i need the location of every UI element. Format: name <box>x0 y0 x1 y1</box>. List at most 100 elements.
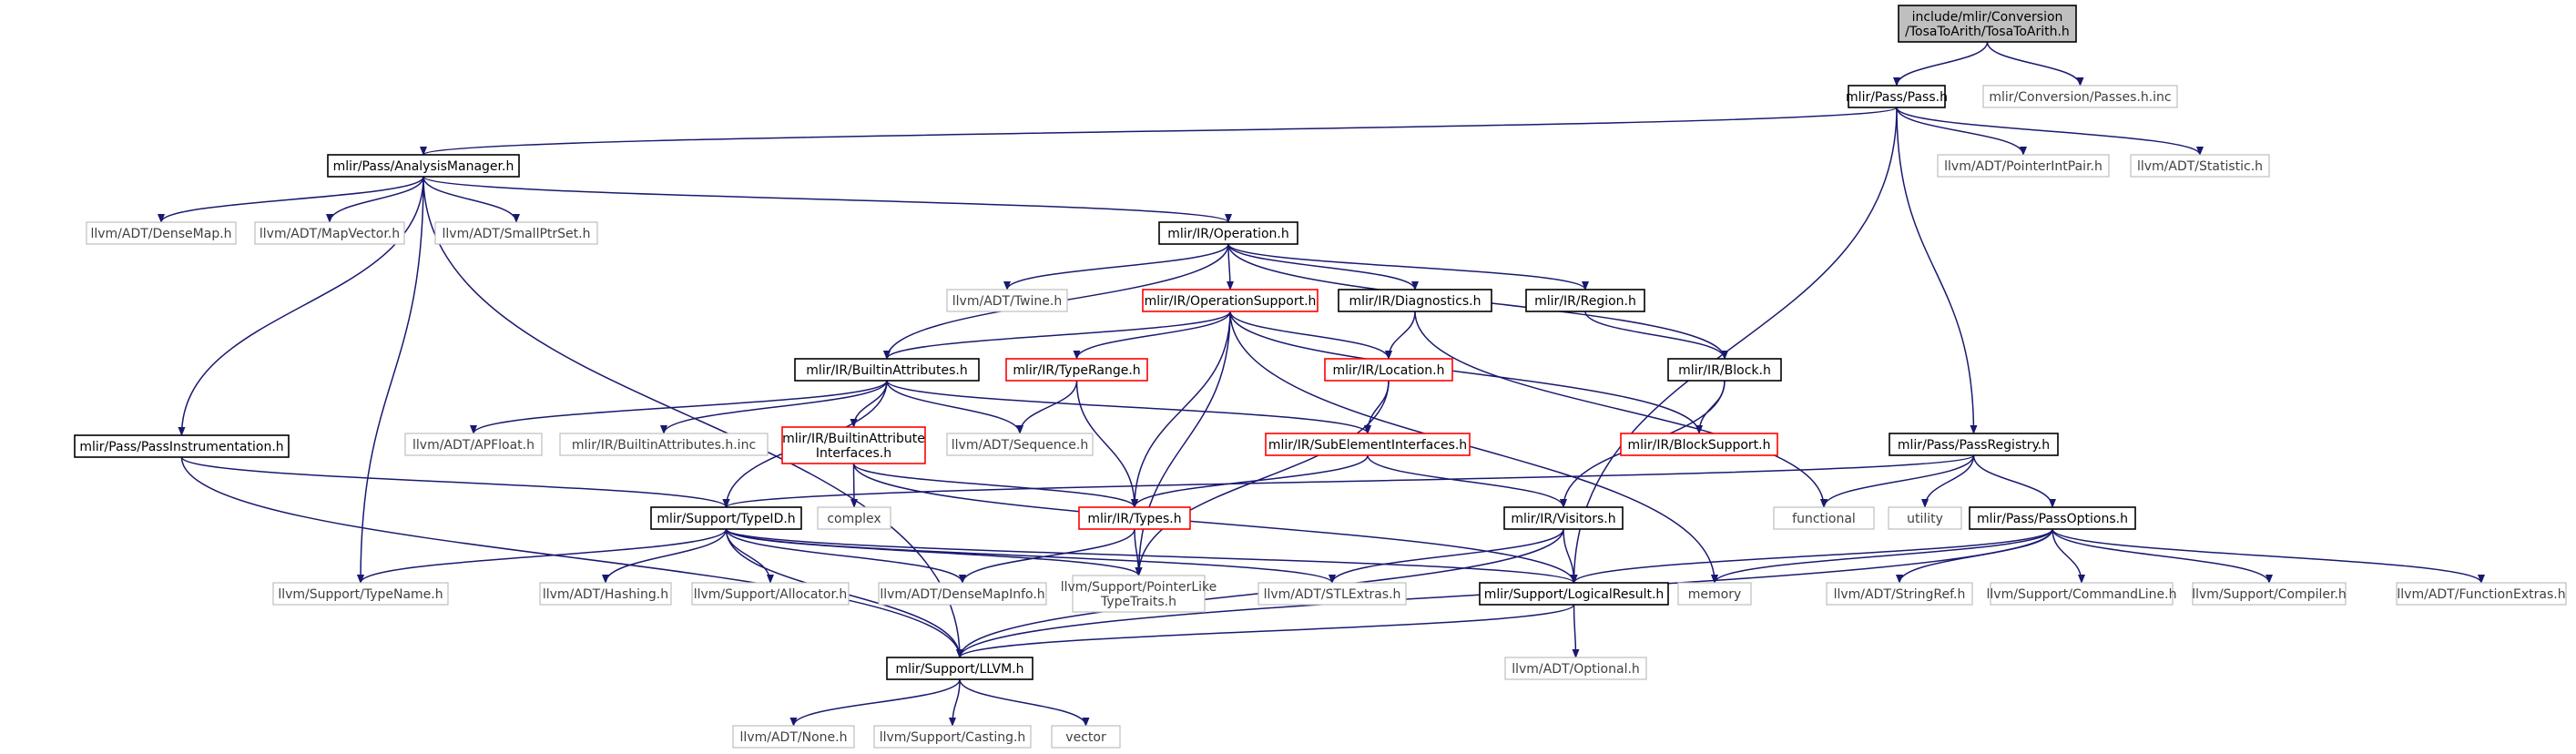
edge-pass-h-to-logical-result <box>1570 107 1898 584</box>
edge-pass-registry-to-type-id <box>722 454 1975 508</box>
edge-builtin-attributes-to-sub-element-interfaces <box>886 380 1371 434</box>
node-type-range[interactable]: mlir/IR/TypeRange.h <box>1005 358 1148 382</box>
node-optional: llvm/ADT/Optional.h <box>1504 657 1647 680</box>
node-builtin-attributes[interactable]: mlir/IR/BuiltinAttributes.h <box>794 358 980 382</box>
node-block-support[interactable]: mlir/IR/BlockSupport.h <box>1620 433 1778 456</box>
node-label: include/mlir/Conversion <box>1912 10 2063 25</box>
node-type-id[interactable]: mlir/Support/TypeID.h <box>650 506 802 530</box>
edge-logical-result-to-llvm-h <box>956 604 1575 658</box>
node-analysis-manager[interactable]: mlir/Pass/AnalysisManager.h <box>327 154 520 178</box>
node-dense-map: llvm/ADT/DenseMap.h <box>86 221 237 245</box>
edge-builtin-attributes-to-ap-float <box>470 380 888 434</box>
node-label: llvm/Support/PointerLike <box>1061 580 1217 595</box>
node-box <box>1848 85 1946 108</box>
node-box <box>946 289 1068 312</box>
node-box <box>1142 289 1319 312</box>
node-pass-instrumentation[interactable]: mlir/Pass/PassInstrumentation.h <box>74 434 290 458</box>
node-location[interactable]: mlir/IR/Location.h <box>1324 358 1453 382</box>
edge-location-to-pointer-like-type-traits <box>1135 380 1390 576</box>
node-box <box>327 154 520 178</box>
node-pass-registry[interactable]: mlir/Pass/PassRegistry.h <box>1889 433 2059 456</box>
edge-type-id-to-type-name <box>357 528 728 584</box>
node-label: llvm/ADT/Twine.h <box>952 294 1062 309</box>
edge-visitors-to-stl-extras <box>1329 528 1564 584</box>
node-box <box>1324 358 1453 382</box>
node-label: llvm/ADT/Optional.h <box>1512 662 1640 677</box>
dependency-nodes: include/mlir/Conversion/TosaToArith/Tosa… <box>74 5 2567 749</box>
node-box <box>1773 506 1875 530</box>
node-box <box>794 358 980 382</box>
node-box <box>1257 582 1407 606</box>
node-box <box>1005 358 1148 382</box>
edge-pass-h-to-pass-registry <box>1896 107 1978 434</box>
node-label: functional <box>1792 512 1856 526</box>
edge-analysis-manager-to-pass-instrumentation <box>178 176 424 436</box>
edge-pass-instrumentation-to-llvm-h <box>180 456 963 658</box>
node-label: llvm/ADT/SmallPtrSet.h <box>443 227 591 241</box>
node-pass-options[interactable]: mlir/Pass/PassOptions.h <box>1969 506 2136 530</box>
edge-region-to-block <box>1584 311 1728 360</box>
edge-block-to-block-support <box>1695 380 1726 434</box>
node-box <box>781 426 926 464</box>
node-box <box>74 434 290 458</box>
node-label: mlir/Support/LogicalResult.h <box>1484 587 1665 602</box>
node-box <box>86 221 237 245</box>
edge-analysis-manager-to-llvm-h <box>423 176 963 658</box>
node-string-ref: llvm/ADT/StringRef.h <box>1826 582 1973 606</box>
node-box <box>946 433 1094 456</box>
node-complex: complex <box>817 506 891 530</box>
node-label: llvm/Support/Allocator.h <box>694 587 848 602</box>
node-box <box>1078 506 1191 530</box>
node-llvm-h[interactable]: mlir/Support/LLVM.h <box>886 657 1033 680</box>
node-box <box>2192 582 2347 606</box>
node-logical-result[interactable]: mlir/Support/LogicalResult.h <box>1479 582 1669 606</box>
node-label: utility <box>1907 512 1943 526</box>
node-block[interactable]: mlir/IR/Block.h <box>1667 358 1782 382</box>
edge-root-to-pass-h <box>1893 41 1989 87</box>
node-box <box>886 657 1033 680</box>
node-label: mlir/IR/Operation.h <box>1167 227 1288 241</box>
node-box <box>1620 433 1778 456</box>
node-diagnostics[interactable]: mlir/IR/Diagnostics.h <box>1338 289 1492 312</box>
edge-operation-to-operation-support <box>1226 243 1234 290</box>
node-pass-h[interactable]: mlir/Pass/Pass.h <box>1846 85 1948 108</box>
node-box <box>2396 582 2567 606</box>
edge-location-to-sub-element-interfaces <box>1364 380 1390 434</box>
node-box <box>434 221 598 245</box>
node-twine: llvm/ADT/Twine.h <box>946 289 1068 312</box>
node-label: llvm/Support/TypeName.h <box>278 587 443 602</box>
edge-builtin-attribute-interfaces-to-complex <box>850 463 858 508</box>
edge-pass-registry-to-utility <box>1921 454 1975 508</box>
edge-pass-registry-to-functional <box>1820 454 1975 508</box>
edge-type-id-to-dense-map-info <box>725 528 966 584</box>
node-label: mlir/IR/OperationSupport.h <box>1145 294 1317 309</box>
node-types[interactable]: mlir/IR/Types.h <box>1078 506 1191 530</box>
node-box <box>1158 221 1298 245</box>
node-label: Interfaces.h <box>816 446 891 461</box>
edge-type-id-to-logical-result <box>725 528 1578 584</box>
node-label: llvm/ADT/FunctionExtras.h <box>2397 587 2565 602</box>
edge-type-id-to-hashing <box>602 528 728 584</box>
node-box <box>1888 506 1962 530</box>
edge-analysis-manager-to-small-ptr-set <box>423 176 520 223</box>
node-label: mlir/IR/BuiltinAttributes.h.inc <box>572 438 756 453</box>
node-box <box>1479 582 1669 606</box>
node-utility: utility <box>1888 506 1962 530</box>
node-label: mlir/IR/BlockSupport.h <box>1628 438 1771 453</box>
node-box <box>650 506 802 530</box>
edge-sub-element-interfaces-to-types <box>1131 454 1369 508</box>
node-visitors[interactable]: mlir/IR/Visitors.h <box>1503 506 1624 530</box>
node-root[interactable]: include/mlir/Conversion/TosaToArith/Tosa… <box>1898 5 2077 43</box>
node-region[interactable]: mlir/IR/Region.h <box>1525 289 1645 312</box>
node-label: mlir/IR/Block.h <box>1678 363 1771 378</box>
edge-builtin-attribute-interfaces-to-logical-result <box>852 463 1578 584</box>
edge-analysis-manager-to-map-vector <box>326 176 424 223</box>
node-operation-support[interactable]: mlir/IR/OperationSupport.h <box>1142 289 1319 312</box>
node-operation[interactable]: mlir/IR/Operation.h <box>1158 221 1298 245</box>
node-label: mlir/IR/BuiltinAttribute <box>782 432 925 446</box>
edge-llvm-h-to-vector <box>959 678 1090 727</box>
node-sub-element-interfaces[interactable]: mlir/IR/SubElementInterfaces.h <box>1265 433 1471 456</box>
